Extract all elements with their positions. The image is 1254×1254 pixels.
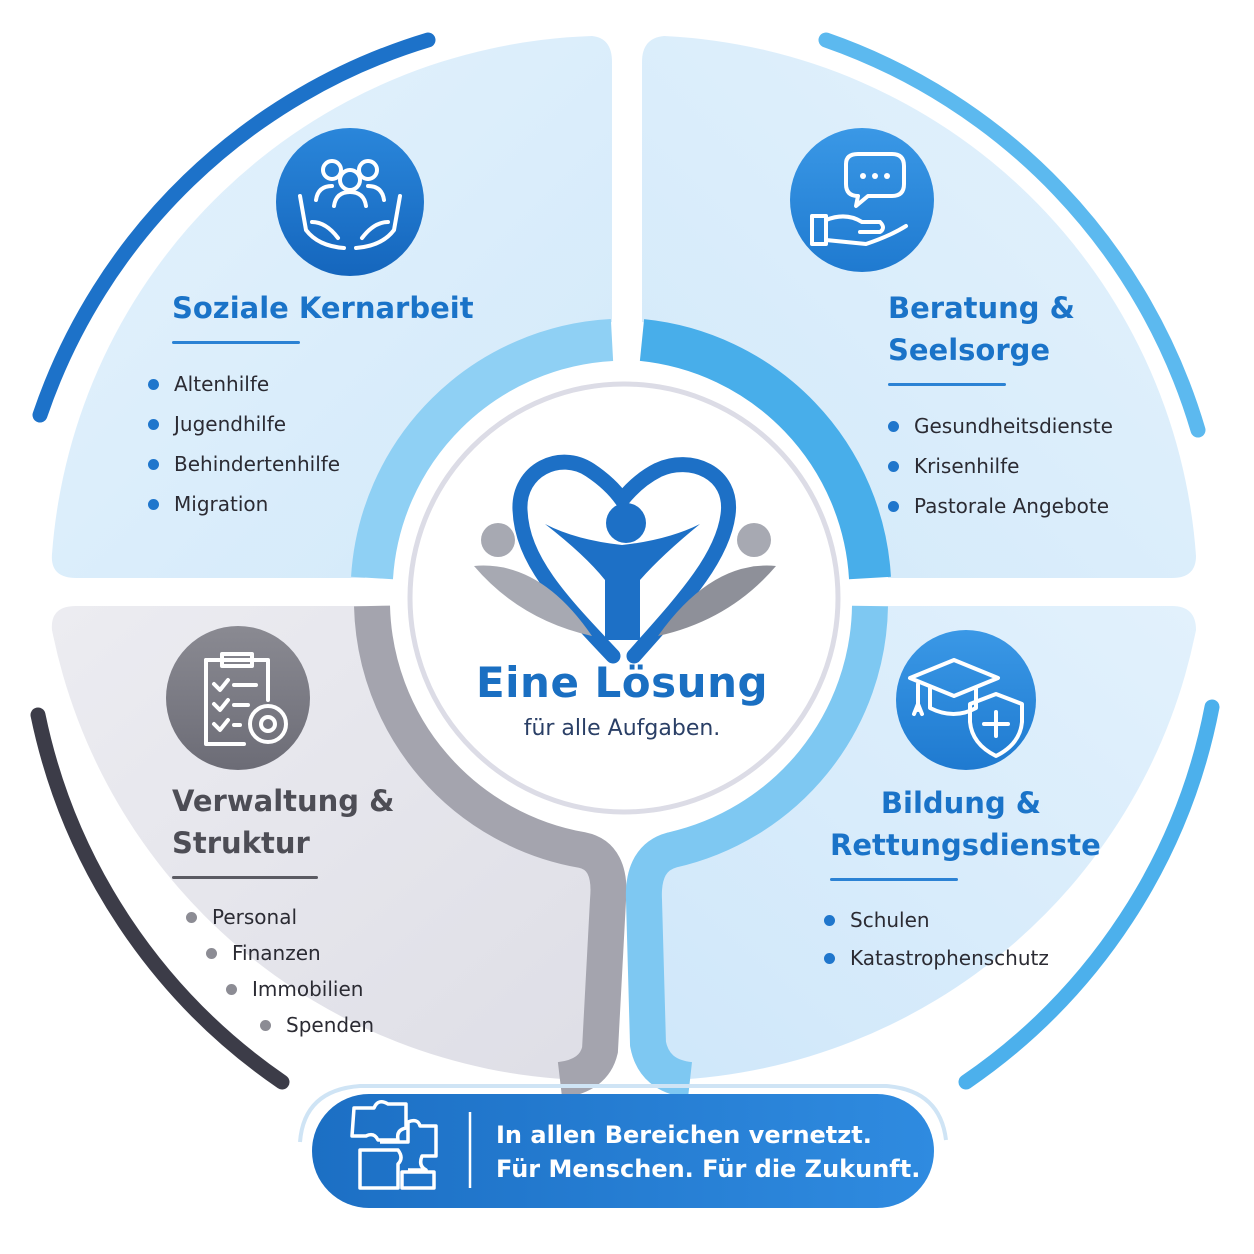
quadrant-soziale-kernarbeit: Soziale Kernarbeit Altenhilfe Jugendhilf… [148,287,474,524]
bullet-icon [148,379,159,390]
inner-ring-bottom-left [354,605,627,1098]
quadrant-title-line: Bildung & [880,786,1042,820]
quadrant-title-line: Soziale Kernarbeit [172,291,474,325]
banner-outline [298,1084,948,1143]
heart-person-logo [474,454,776,664]
quadrant-beratung-seelsorge: Beratung & Seelsorge Gesundheitsdienste … [888,287,1113,526]
bottom-banner [312,1094,934,1208]
panel-beratung-seelsorge [642,36,1196,578]
bullet-icon [888,501,899,512]
inner-ring-top-left [351,319,614,580]
list-item: Jugendhilfe [148,404,474,444]
quadrant-bildung-rettungsdienste: Bildung & Rettungsdienste Schulen Katast… [824,782,1101,977]
quadrant-title: Verwaltung & Struktur [172,780,394,864]
list-item: Personal [186,899,394,935]
center-title: Eine Lösung [475,658,769,707]
list-item: Schulen [824,901,1092,939]
list-item: Finanzen [206,935,394,971]
community-care-icon [276,128,424,276]
title-underline [888,383,1006,386]
bullet-icon [260,1020,271,1031]
bullet-icon [148,419,159,430]
list-item: Pastorale Angebote [888,486,1113,526]
inner-ring-bottom-right [625,605,888,1098]
outer-arc-bottom-right [958,699,1220,1090]
list-item: Katastrophenschutz [824,939,1092,977]
bullet-icon [824,953,835,964]
title-underline [172,341,300,344]
bullet-icon [226,984,237,995]
quadrant-title-line: Struktur [172,826,310,860]
quadrant-title-line: Beratung & [888,291,1075,325]
bullet-icon [824,915,835,926]
panel-bildung-rettungsdienste [642,606,1196,1080]
quadrant-title-line: Seelsorge [888,333,1051,367]
list-item: Behindertenhilfe [148,444,474,484]
quadrant-verwaltung-struktur: Verwaltung & Struktur Personal Finanzen … [172,780,394,1043]
outer-arc-bottom-left [30,707,290,1090]
puzzle-icon [350,1100,438,1190]
bullet-icon [888,421,899,432]
quadrant-title: Soziale Kernarbeit [172,287,474,329]
outer-arc-top-right [818,32,1206,438]
banner-text-line-1: In allen Bereichen vernetzt. [496,1121,872,1149]
list-item: Gesundheitsdienste [888,406,1113,446]
bullet-icon [148,459,159,470]
administration-icon [166,626,310,770]
quadrant-title: Bildung & Rettungsdienste [830,782,1101,866]
quadrant-list: Schulen Katastrophenschutz [824,901,1092,977]
bullet-icon [186,912,197,923]
quadrant-list: Altenhilfe Jugendhilfe Behindertenhilfe … [148,364,474,524]
title-underline [830,878,958,881]
quadrant-title: Beratung & Seelsorge [888,287,1113,371]
list-item: Altenhilfe [148,364,474,404]
quadrant-list: Personal Finanzen Immobilien Spenden [172,899,394,1043]
list-item: Immobilien [226,971,394,1007]
bullet-icon [206,948,217,959]
list-item: Migration [148,484,474,524]
quadrant-list: Gesundheitsdienste Krisenhilfe Pastorale… [888,406,1113,526]
quadrant-title-line: Verwaltung & [172,784,395,818]
outer-arc-top-left [32,32,436,423]
education-rescue-icon [896,630,1036,770]
title-underline [172,876,318,879]
center-subtitle: für alle Aufgaben. [523,716,721,741]
inner-ring-top-right [639,319,891,580]
banner-text-line-2: Für Menschen. Für die Zukunft. [496,1155,921,1183]
list-item: Krisenhilfe [888,446,1113,486]
quadrant-title-line: Rettungsdienste [830,828,1101,862]
panel-soziale-kernarbeit [51,36,613,578]
bullet-icon [888,461,899,472]
counseling-icon [790,128,934,272]
list-item: Spenden [260,1007,394,1043]
bullet-icon [148,499,159,510]
